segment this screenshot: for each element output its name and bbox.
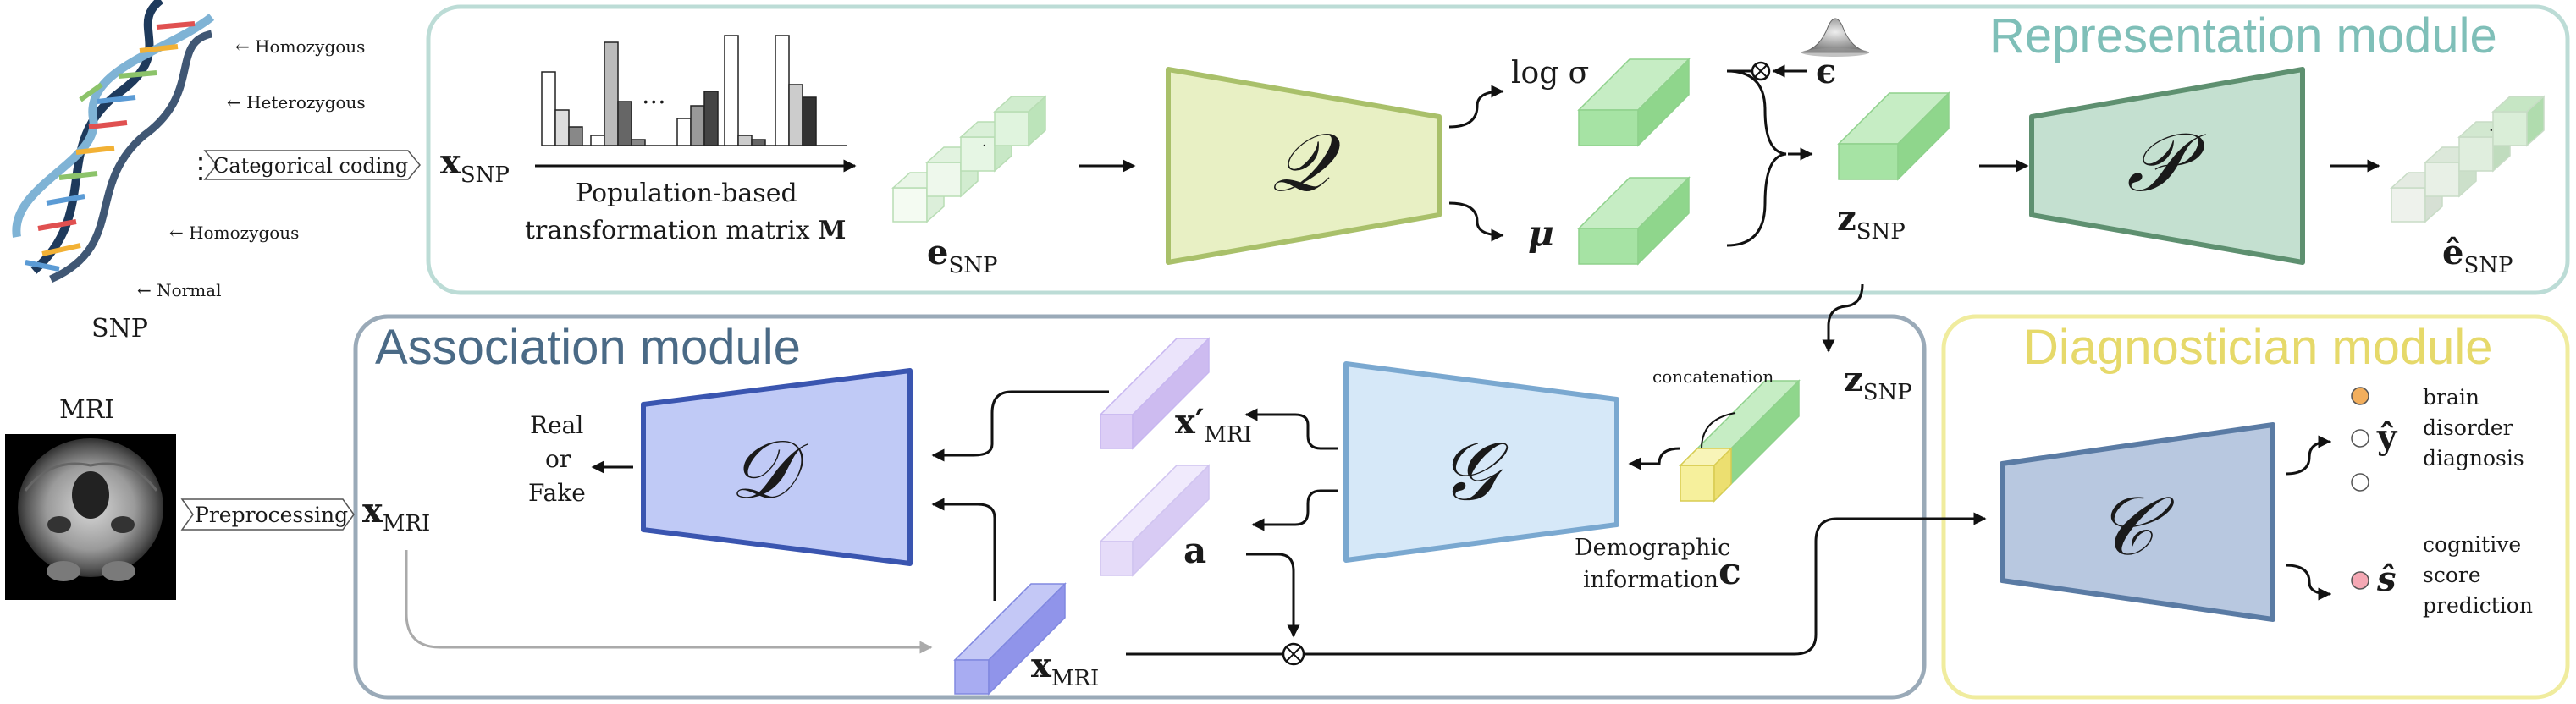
arrow-to-classifier: [1305, 512, 1987, 656]
s-hat-label: ŝ: [2376, 559, 2397, 599]
concat-vector: [1679, 379, 1801, 503]
arrow-x-prime-to-d: [931, 390, 1109, 462]
x-snp-label: xSNP: [440, 142, 510, 188]
e-hat-snp-reconstruction-icon: [2390, 95, 2546, 223]
demographic-line2: information: [1583, 567, 1718, 593]
svg-text:𝒢: 𝒢: [1439, 424, 1509, 519]
transform-line1: Population-based: [576, 179, 797, 208]
fake-label: Fake: [528, 479, 586, 507]
snp-label-1: ← Homozygous: [235, 36, 365, 57]
arrow-to-mu: [1448, 201, 1504, 242]
real-label: Real: [530, 411, 583, 439]
snp-label-2: ← Heterozygous: [227, 92, 366, 113]
class-node-1-icon: [2351, 387, 2369, 405]
brain-line1: brain: [2423, 385, 2479, 410]
e-snp-embedding-icon: [891, 95, 1047, 223]
log-sigma-vector: [1577, 58, 1691, 147]
y-hat-label: ŷ: [2376, 417, 2398, 457]
association-module-box: [353, 314, 1927, 700]
concatenation-label: concatenation: [1652, 366, 1773, 387]
cog-line3: prediction: [2423, 593, 2533, 618]
concatenation-curve: [1701, 412, 1736, 449]
svg-text:Preprocessing: Preprocessing: [195, 503, 348, 527]
arrow-to-diagnosis: [2285, 435, 2331, 476]
x-mri-input-label: xMRI: [362, 491, 430, 536]
class-node-3-icon: [2351, 473, 2369, 492]
arrow-a-to-multiply: [1246, 553, 1300, 638]
arrow-to-score: [2285, 564, 2331, 601]
z-snp-assoc-label: zSNP: [1844, 360, 1912, 405]
gaussian-noise-icon: [1801, 18, 1870, 57]
e-snp-dot: ·: [982, 137, 987, 155]
snp-label-4: ← Normal: [137, 280, 222, 300]
x-mri-vector: [953, 582, 1067, 696]
snp-caption: SNP: [91, 314, 148, 344]
diagnostician-module-title: Diagnostician module: [2023, 320, 2493, 375]
representation-module-title: Representation module: [1989, 8, 2497, 63]
snp-label-3: ← Homozygous: [169, 223, 299, 243]
multiply-op-icon: [1751, 61, 1771, 81]
brain-line2: disorder: [2423, 415, 2513, 440]
multiply-op-bottom-icon: [1282, 642, 1305, 666]
svg-text:Categorical coding: Categorical coding: [213, 154, 408, 178]
x-prime-mri-vector: [1099, 337, 1211, 450]
transform-line2: transformation matrix M: [525, 216, 846, 245]
arrow-to-log-sigma: [1448, 85, 1504, 129]
svg-text:𝒬: 𝒬: [1271, 115, 1341, 210]
x-prime-mri-label: x′MRI: [1175, 402, 1252, 448]
arrow-z-snp-down: [1822, 283, 1864, 353]
e-snp-label: eSNP: [927, 233, 998, 278]
mu-label: μ: [1528, 212, 1554, 254]
a-label: a: [1183, 530, 1206, 571]
demographic-line1: Demographic: [1575, 535, 1730, 561]
classifier-c-block: 𝒞: [2000, 422, 2275, 622]
association-module-title: Association module: [375, 320, 801, 375]
c-label: c: [1718, 550, 1741, 593]
epsilon-label: ϵ: [1816, 52, 1836, 91]
x-mri-bottom-label: xMRI: [1031, 646, 1099, 691]
z-snp-vector: [1837, 91, 1950, 181]
discriminator-d-block: 𝒟: [641, 368, 913, 566]
e-hat-snp-label: êSNP: [2442, 233, 2513, 278]
brain-line3: diagnosis: [2423, 446, 2524, 470]
merge-brace: [1726, 69, 1787, 247]
class-node-2-icon: [2351, 429, 2369, 448]
encoder-q-block: 𝒬: [1166, 67, 1442, 265]
score-node-icon: [2351, 571, 2369, 590]
arrow-x-mri-to-d: [931, 498, 996, 601]
a-vector: [1099, 464, 1211, 577]
or-label: or: [545, 445, 571, 473]
generator-g-block: 𝒢: [1343, 361, 1619, 563]
preprocessing-tag: Preprocessing: [180, 498, 355, 531]
mri-caption: MRI: [59, 395, 114, 425]
cog-line2: score: [2423, 563, 2481, 587]
diagnostician-module-box: [1941, 314, 2570, 700]
representation-module-box: [426, 4, 2570, 295]
mri-brain-image: [5, 434, 176, 600]
e-hat-dot: ·: [2489, 122, 2494, 140]
gray-arrow-x-mri: [405, 550, 933, 654]
population-histogram: [541, 35, 847, 146]
histogram-ellipsis: ...: [642, 80, 666, 110]
cog-line1: cognitive: [2423, 532, 2521, 557]
arrow-g-to-a: [1251, 489, 1338, 531]
mu-vector: [1577, 176, 1691, 266]
decoder-p-block: 𝒫: [2029, 67, 2305, 265]
arrow-g-to-x-prime: [1244, 408, 1338, 450]
arrow-concat-to-g: [1628, 447, 1681, 470]
log-sigma-label: log σ: [1511, 56, 1589, 91]
z-snp-label: zSNP: [1837, 199, 1906, 245]
categorical-coding-tag: Categorical coding: [203, 150, 421, 180]
dna-helix-icon: [12, 0, 215, 283]
